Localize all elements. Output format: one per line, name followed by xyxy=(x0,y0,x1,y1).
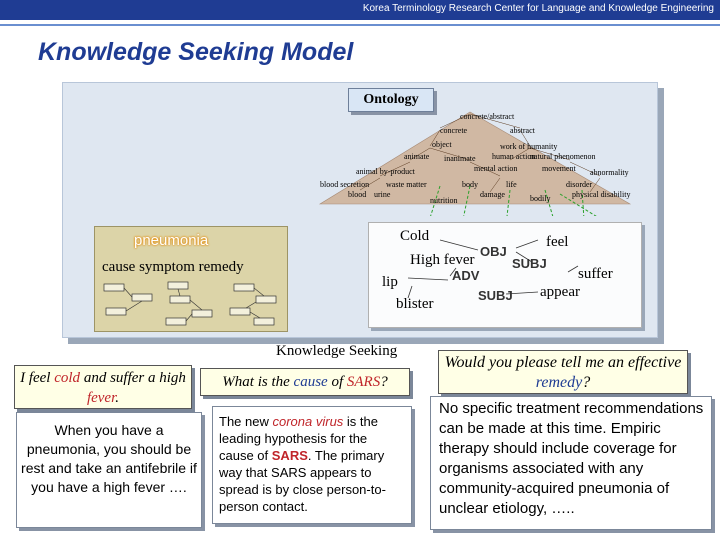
keyword-sars: SARS xyxy=(346,374,381,390)
conceptual-graph-box xyxy=(368,222,642,328)
node-label: natural phenomenon xyxy=(530,152,596,161)
node-label: damage xyxy=(480,190,505,199)
answer-sars-cause: The new corona virus is the leading hypo… xyxy=(212,406,412,524)
node-label: animate xyxy=(404,152,430,161)
node-label: nutrition xyxy=(430,196,458,205)
node-label: bodily xyxy=(530,194,551,203)
node-label: concrete xyxy=(440,126,468,135)
graph-node-suffer: suffer xyxy=(578,266,613,282)
text-segment: of xyxy=(327,374,347,390)
text-segment: The new xyxy=(219,414,273,429)
accent-line xyxy=(0,24,720,26)
node-label: abnormality xyxy=(590,168,629,177)
graph-node-blister: blister xyxy=(396,296,434,312)
node-label: mental action xyxy=(474,164,518,173)
text-segment: Would you please tell me an effective xyxy=(444,354,682,371)
graph-node-cold: Cold xyxy=(400,228,430,244)
graph-rel-subj: SUBJ xyxy=(512,256,547,271)
graph-node-lip: lip xyxy=(382,274,398,290)
node-label: object xyxy=(432,140,452,149)
node-label: abstract xyxy=(510,126,535,135)
graph-rel-adv: ADV xyxy=(452,268,480,283)
text-segment: is the leading hypothesis for the cause … xyxy=(219,414,378,463)
answer-remedy: No specific treatment recommendations ca… xyxy=(430,396,712,530)
node-label: work of humanity xyxy=(500,142,558,151)
node-label: waste matter xyxy=(386,180,427,189)
text-segment: ? xyxy=(582,374,591,391)
keyword-remedy: remedy xyxy=(535,374,583,391)
question-cause-bubble: What is the cause of SARS? xyxy=(200,368,410,396)
question-remedy-bubble: Would you please tell me an effective re… xyxy=(438,350,688,394)
page-title: Knowledge Seeking Model xyxy=(38,38,354,66)
header-bar: Korea Terminology Research Center for La… xyxy=(0,0,720,20)
mini-graphs xyxy=(103,281,277,326)
text-segment: and suffer a high xyxy=(80,370,186,386)
node-label: animal by-product xyxy=(356,167,415,176)
node-label: inanimate xyxy=(444,154,476,163)
node-label: urine xyxy=(374,190,391,199)
knowledge-seeking-label: Knowledge Seeking xyxy=(276,343,398,359)
ontology-labels: concrete/abstract concrete abstract obje… xyxy=(320,112,660,212)
slot-cause: cause xyxy=(102,259,136,275)
node-label: concrete/abstract xyxy=(460,112,515,121)
node-label: body xyxy=(462,180,478,189)
text-segment: . The primary way that SARS appears to s… xyxy=(219,448,386,514)
ontology-label: Ontology xyxy=(348,88,434,112)
node-label: blood xyxy=(348,190,367,199)
keyword-fever: fever xyxy=(86,390,116,406)
node-label: disorder xyxy=(566,180,593,189)
text-segment: . xyxy=(115,390,120,406)
text-segment: ? xyxy=(380,374,388,390)
answer-pneumonia: When you have a pneumonia, you should be… xyxy=(16,412,202,528)
user-statement-bubble: I feel cold and suffer a high fever. xyxy=(14,365,192,409)
keyword-cold: cold xyxy=(54,370,81,386)
slot-remedy: remedy xyxy=(198,259,244,275)
org-name: Korea Terminology Research Center for La… xyxy=(362,3,714,14)
frame-slots: cause symptom remedy xyxy=(102,259,244,276)
ontology-tree xyxy=(318,111,632,216)
graph-node-feel: feel xyxy=(546,234,569,250)
graph-rel-obj: OBJ xyxy=(480,244,507,259)
keyword-sars: SARS xyxy=(271,448,308,463)
keyword-cause: cause xyxy=(293,374,328,390)
disease-name: pneumonia xyxy=(134,232,209,249)
node-label: life xyxy=(506,180,517,189)
text-segment: I feel xyxy=(20,370,55,386)
node-label: blood secretion xyxy=(320,180,370,189)
graph-edges xyxy=(407,239,579,299)
graph-node-high-fever: High fever xyxy=(410,252,475,268)
slot-symptom: symptom xyxy=(139,259,195,275)
node-label: human action xyxy=(492,152,536,161)
graph-node-appear: appear xyxy=(540,284,580,300)
node-label: movement xyxy=(542,164,576,173)
node-label: physical disability xyxy=(572,190,631,199)
keyword-corona-virus: corona virus xyxy=(272,414,344,429)
text-segment: What is the xyxy=(222,374,294,390)
graph-rel-subj-2: SUBJ xyxy=(478,288,513,303)
